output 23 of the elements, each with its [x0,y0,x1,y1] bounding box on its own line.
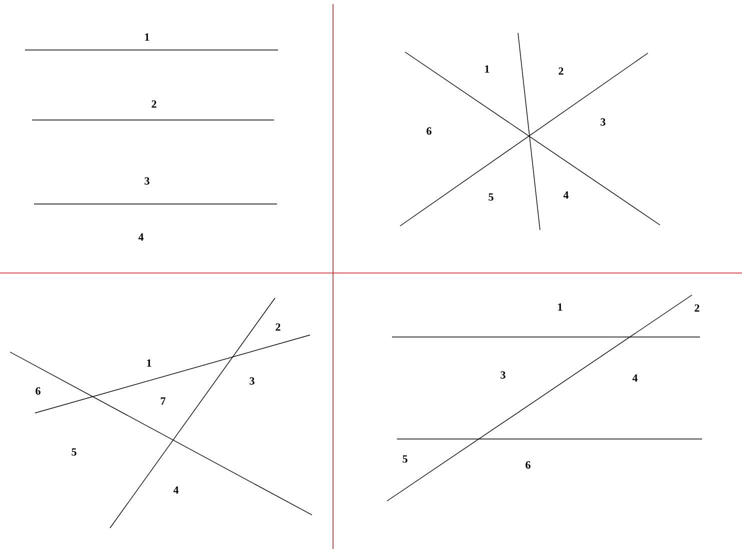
region-number: 5 [402,455,408,463]
region-number: 1 [558,303,562,311]
region-number: 1 [147,359,152,367]
region-number: 5 [488,193,494,201]
region-number: 6 [526,461,530,469]
region-number: 2 [558,67,564,75]
region-number: 5 [72,448,76,456]
region-number: 3 [600,118,606,126]
region-number: 2 [276,323,280,331]
region-number: 4 [138,233,144,241]
region-number: 6 [426,127,432,135]
region-number: 6 [36,387,40,395]
region-number: 4 [173,486,179,494]
region-number: 4 [632,374,638,382]
region-number: 1 [145,33,150,41]
region-number: 7 [160,397,166,405]
region-number: 3 [144,177,150,185]
region-number: 3 [250,377,254,385]
region-number: 3 [500,371,506,379]
region-number: 2 [694,304,700,312]
region-number: 4 [563,191,569,199]
region-number: 2 [152,100,156,108]
region-number: 1 [485,65,490,73]
